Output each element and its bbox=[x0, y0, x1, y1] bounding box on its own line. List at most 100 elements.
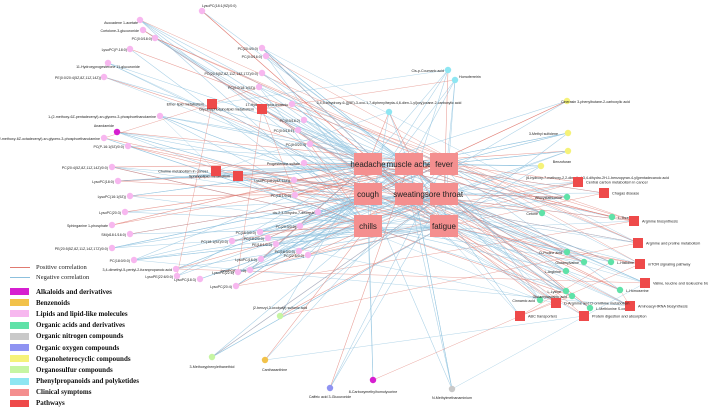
metabolite-label: Canthaxanthine bbox=[262, 368, 287, 372]
negative-edge bbox=[211, 225, 369, 358]
metabolite-label: Glutamylvaline bbox=[555, 261, 579, 265]
metabolite-node bbox=[562, 287, 570, 295]
metabolite-node bbox=[124, 142, 132, 150]
pathway-node bbox=[573, 177, 583, 187]
metabolite-node bbox=[616, 286, 624, 294]
negative-edge bbox=[103, 76, 410, 165]
metabolite-label: Sphinganine 1-phosphate bbox=[67, 224, 108, 228]
negative-edge bbox=[443, 163, 568, 198]
metabolite-label: PC(18:3/0:0) bbox=[275, 250, 295, 254]
metabolite-label: PC(20:5(5Z,8Z,11Z,14Z,17Z)/0:0) bbox=[205, 72, 258, 76]
negative-edge bbox=[215, 163, 369, 172]
symptom-node bbox=[395, 183, 423, 205]
positive-edge bbox=[294, 194, 445, 227]
metabolite-label: 3-Methyl sulfolene bbox=[529, 132, 558, 136]
metabolite-node bbox=[172, 265, 180, 273]
pathway-label: D-Arginine and D-ornithine metabolism bbox=[564, 302, 629, 306]
negative-edge bbox=[261, 47, 410, 195]
negative-edge bbox=[176, 163, 369, 277]
metabolite-label: LysoPC(P-18:0) bbox=[102, 48, 127, 52]
legend-item: Organic acids and derivatives bbox=[10, 320, 170, 331]
negative-edge bbox=[451, 282, 646, 390]
metabolite-node bbox=[290, 176, 298, 184]
metabolite-label: Cinerasin 3-phenylbutane-2-carboxylic ac… bbox=[561, 100, 630, 104]
metabolite-label: LysoPC(16:0) bbox=[235, 258, 257, 262]
legend-item: Lipids and lipid-like molecules bbox=[10, 308, 170, 319]
negative-edge bbox=[261, 108, 445, 195]
metabolite-node bbox=[234, 268, 242, 276]
positive-edge bbox=[111, 163, 369, 168]
positive-edge bbox=[116, 131, 445, 165]
negative-edge bbox=[133, 163, 369, 261]
pathway-label: Sphingolipid metabolism bbox=[189, 175, 230, 179]
negative-edge bbox=[443, 165, 542, 195]
positive-edge bbox=[103, 103, 213, 139]
metabolite-node bbox=[300, 116, 308, 124]
pathway-label: Arginine and proline metabolism bbox=[646, 242, 700, 246]
metabolite-label: PC(0:0/18:2) bbox=[280, 119, 300, 123]
positive-edge bbox=[408, 193, 557, 304]
node-layer: LysoPC(18:1(9Z)/0:0)Avocadene 1-acetateC… bbox=[0, 4, 708, 400]
metabolite-label: Progesterone sulfate bbox=[267, 162, 300, 166]
negative-edge bbox=[443, 192, 605, 195]
metabolite-label: PE(0:0/20:4(5Z,8Z,11Z,14Z)) bbox=[55, 76, 101, 80]
negative-edge bbox=[443, 193, 612, 263]
positive-edge bbox=[175, 193, 445, 270]
pathway-node bbox=[633, 238, 643, 248]
metabolite-label: LysoPC(18:1(9Z)/0:0) bbox=[202, 4, 236, 8]
negative-edge bbox=[215, 170, 445, 227]
positive-edge bbox=[117, 180, 369, 195]
metabolite-label: LysoPC(16:1(9Z)) bbox=[98, 195, 126, 199]
negative-edge bbox=[408, 193, 591, 309]
metabolite-node bbox=[537, 162, 545, 170]
legend-swatch bbox=[10, 299, 29, 307]
negative-edge bbox=[215, 111, 390, 172]
metabolite-label: PC(18:1/0:0) bbox=[271, 194, 291, 198]
metabolite-label: L-Arginine bbox=[545, 270, 561, 274]
metabolite-label: 1-(2-methoxy-6Z-pentadecenyl)-sn-glycero… bbox=[48, 115, 156, 119]
legend-swatch bbox=[10, 310, 29, 318]
metabolite-label: PC(0:0/18:1) bbox=[274, 129, 294, 133]
metabolite-label: Cinnamic acid bbox=[512, 299, 535, 303]
metabolite-label: 1-(2-methoxy-6Z-octadecenyl)-sn-glycero-… bbox=[0, 137, 100, 141]
legend-positive-label: Positive correlation bbox=[36, 263, 87, 271]
symptom-node bbox=[430, 153, 458, 175]
metabolite-label: Benzofuran bbox=[553, 160, 571, 164]
positive-edge bbox=[249, 181, 579, 271]
positive-edge bbox=[111, 166, 369, 227]
metabolite-label: Cis-p-Coumaric acid bbox=[411, 69, 444, 73]
metabolite-node bbox=[100, 73, 108, 81]
metabolite-node bbox=[294, 126, 302, 134]
symptom-node bbox=[354, 153, 382, 175]
metabolite-label: LysoPE(22:6/0:0) bbox=[145, 275, 173, 279]
metabolite-node bbox=[272, 240, 280, 248]
legend-swatch bbox=[10, 388, 29, 396]
negative-edge bbox=[367, 225, 567, 272]
negative-edge bbox=[261, 72, 410, 165]
pathway-node bbox=[233, 171, 243, 181]
metabolite-node bbox=[258, 44, 266, 52]
metabolite-node bbox=[536, 296, 544, 304]
metabolite-label: PC(0:0/20:4) bbox=[286, 143, 306, 147]
metabolite-node bbox=[288, 100, 296, 108]
pathway-label: Chagas disease bbox=[612, 192, 639, 196]
negative-edge bbox=[176, 193, 410, 277]
metabolite-label: L-Homoserine bbox=[626, 289, 649, 293]
pathway-label: Protein digestion and absorption bbox=[592, 315, 646, 319]
positive-edge bbox=[176, 103, 213, 277]
metabolite-label: LysoPC(20:3) bbox=[99, 211, 121, 215]
symptom-label: fever bbox=[435, 160, 453, 169]
legend-swatch bbox=[10, 332, 29, 340]
negative-edge bbox=[408, 69, 449, 195]
pathway-node bbox=[515, 311, 525, 321]
positive-edge bbox=[237, 175, 369, 195]
negative-edge bbox=[139, 19, 410, 165]
legend-label: Phenylpropanoids and polyketides bbox=[36, 377, 139, 386]
metabolite-label: LysoPC(18:2(9Z,12Z)) bbox=[254, 179, 290, 183]
metabolite-label: PC(20:3/0:0) bbox=[276, 225, 296, 229]
negative-edge bbox=[408, 193, 453, 390]
metabolite-node bbox=[114, 177, 122, 185]
negative-edge bbox=[249, 163, 369, 271]
metabolite-node bbox=[448, 385, 456, 393]
negative-edge bbox=[211, 225, 445, 358]
